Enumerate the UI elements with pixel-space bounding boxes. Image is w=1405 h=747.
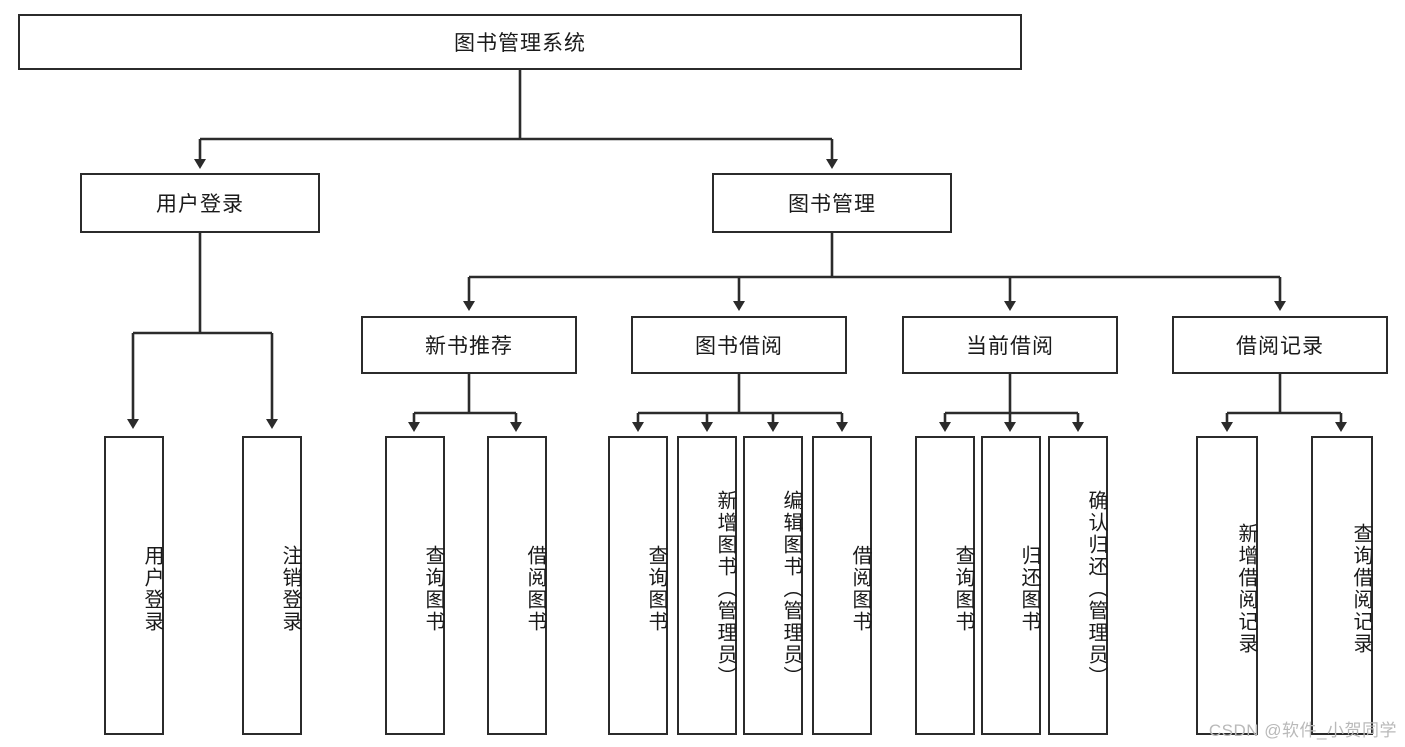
- node-user-login-label: 用户登录: [156, 193, 244, 216]
- leaf-return-book-label: 归还图书: [1018, 544, 1040, 633]
- leaf-logout-label: 注销登录: [279, 544, 301, 633]
- node-book-borrow[interactable]: 图书借阅: [631, 316, 847, 374]
- watermark: CSDN @软件_小贺同学: [1208, 721, 1397, 740]
- leaf-logout[interactable]: 注销登录: [242, 436, 302, 735]
- leaf-edit-book[interactable]: 编辑图书（管理员）: [743, 436, 803, 735]
- leaf-query-book-2[interactable]: 查询图书: [608, 436, 668, 735]
- leaf-query-book-1-label: 查询图书: [422, 544, 444, 633]
- leaf-query-book-3-label: 查询图书: [952, 544, 974, 633]
- leaf-user-login[interactable]: 用户登录: [104, 436, 164, 735]
- node-new-book-rec-label: 新书推荐: [425, 335, 513, 358]
- node-book-manage[interactable]: 图书管理: [712, 173, 952, 233]
- node-current-borrow[interactable]: 当前借阅: [902, 316, 1118, 374]
- leaf-query-book-1[interactable]: 查询图书: [385, 436, 445, 735]
- leaf-borrow-book-2-label: 借阅图书: [849, 544, 871, 633]
- node-new-book-rec[interactable]: 新书推荐: [361, 316, 577, 374]
- node-root-label: 图书管理系统: [454, 32, 586, 55]
- leaf-confirm-return[interactable]: 确认归还（管理员）: [1048, 436, 1108, 735]
- leaf-query-record-label: 查询借阅记录: [1350, 522, 1372, 655]
- leaf-borrow-book-1-label: 借阅图书: [524, 544, 546, 633]
- leaf-add-book-label: 新增图书（管理员）: [714, 489, 736, 688]
- node-user-login[interactable]: 用户登录: [80, 173, 320, 233]
- leaf-confirm-return-label: 确认归还（管理员）: [1085, 489, 1107, 688]
- leaf-query-book-2-label: 查询图书: [645, 544, 667, 633]
- node-book-borrow-label: 图书借阅: [695, 335, 783, 358]
- leaf-add-book[interactable]: 新增图书（管理员）: [677, 436, 737, 735]
- leaf-query-record[interactable]: 查询借阅记录: [1311, 436, 1373, 735]
- node-book-manage-label: 图书管理: [788, 193, 876, 216]
- node-current-borrow-label: 当前借阅: [966, 335, 1054, 358]
- leaf-edit-book-label: 编辑图书（管理员）: [780, 489, 802, 688]
- leaf-add-record-label: 新增借阅记录: [1235, 522, 1257, 655]
- leaf-return-book[interactable]: 归还图书: [981, 436, 1041, 735]
- node-borrow-record[interactable]: 借阅记录: [1172, 316, 1388, 374]
- node-root[interactable]: 图书管理系统: [18, 14, 1022, 70]
- leaf-borrow-book-1[interactable]: 借阅图书: [487, 436, 547, 735]
- leaf-user-login-label: 用户登录: [141, 544, 163, 633]
- leaf-add-record[interactable]: 新增借阅记录: [1196, 436, 1258, 735]
- leaf-borrow-book-2[interactable]: 借阅图书: [812, 436, 872, 735]
- node-borrow-record-label: 借阅记录: [1236, 335, 1324, 358]
- leaf-query-book-3[interactable]: 查询图书: [915, 436, 975, 735]
